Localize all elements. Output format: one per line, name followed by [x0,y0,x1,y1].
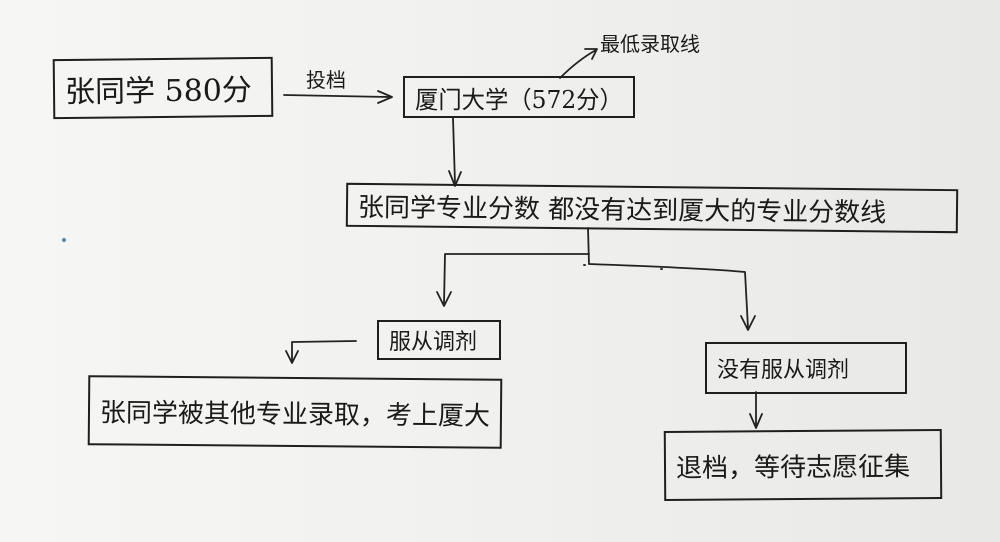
node-admitted-other-major-label: 张同学被其他专业录取，考上厦大 [99,397,491,432]
node-major-scores-label: 张同学专业分数 都没有达到厦大的专业分数线 [357,192,887,228]
arrow-obey-to-admit [291,340,357,362]
arrow-student-to-xmu [283,94,391,98]
node-rejected-wait-label: 退档，等待志愿征集 [675,451,911,484]
node-xmu-min-score-label: 厦门大学（572分） [415,85,623,114]
arrowhead-min-line [584,48,598,60]
arrowhead-split-left [436,291,452,307]
ink-dot [583,264,586,266]
ink-speck [62,238,66,242]
ink-dot [660,268,663,270]
edge-label-file: 投档 [306,68,346,92]
node-rejected-wait: 退档，等待志愿征集 [663,429,943,501]
node-not-obey-adjustment-label: 没有服从调剂 [717,358,850,383]
arrow-xmu-to-scores [452,117,456,185]
arrowhead-notobey-to-reject [749,413,763,429]
arrowhead-split-right [740,315,756,331]
node-admitted-other-major: 张同学被其他专业录取，考上厦大 [87,375,503,449]
node-obey-adjustment: 服从调剂 [377,320,501,360]
arrowhead-obey-to-admit [285,350,299,364]
edge-label-min-line: 最低录取线 [600,32,700,56]
line-scores-down [587,227,590,265]
arrowhead-student-to-xmu [377,90,393,104]
arrow-min-line [559,49,597,79]
node-xmu-min-score: 厦门大学（572分） [403,76,635,118]
line-split-right [588,263,749,329]
node-major-scores: 张同学专业分数 都没有达到厦大的专业分数线 [345,182,959,234]
node-student-score: 张同学 580分 [52,56,274,120]
line-split-left [443,253,590,305]
node-obey-adjustment-label: 服从调剂 [389,330,478,355]
node-not-obey-adjustment: 没有服从调剂 [705,342,907,394]
node-student-score-label: 张同学 580分 [64,73,253,111]
arrowhead-xmu-to-scores [448,170,462,187]
